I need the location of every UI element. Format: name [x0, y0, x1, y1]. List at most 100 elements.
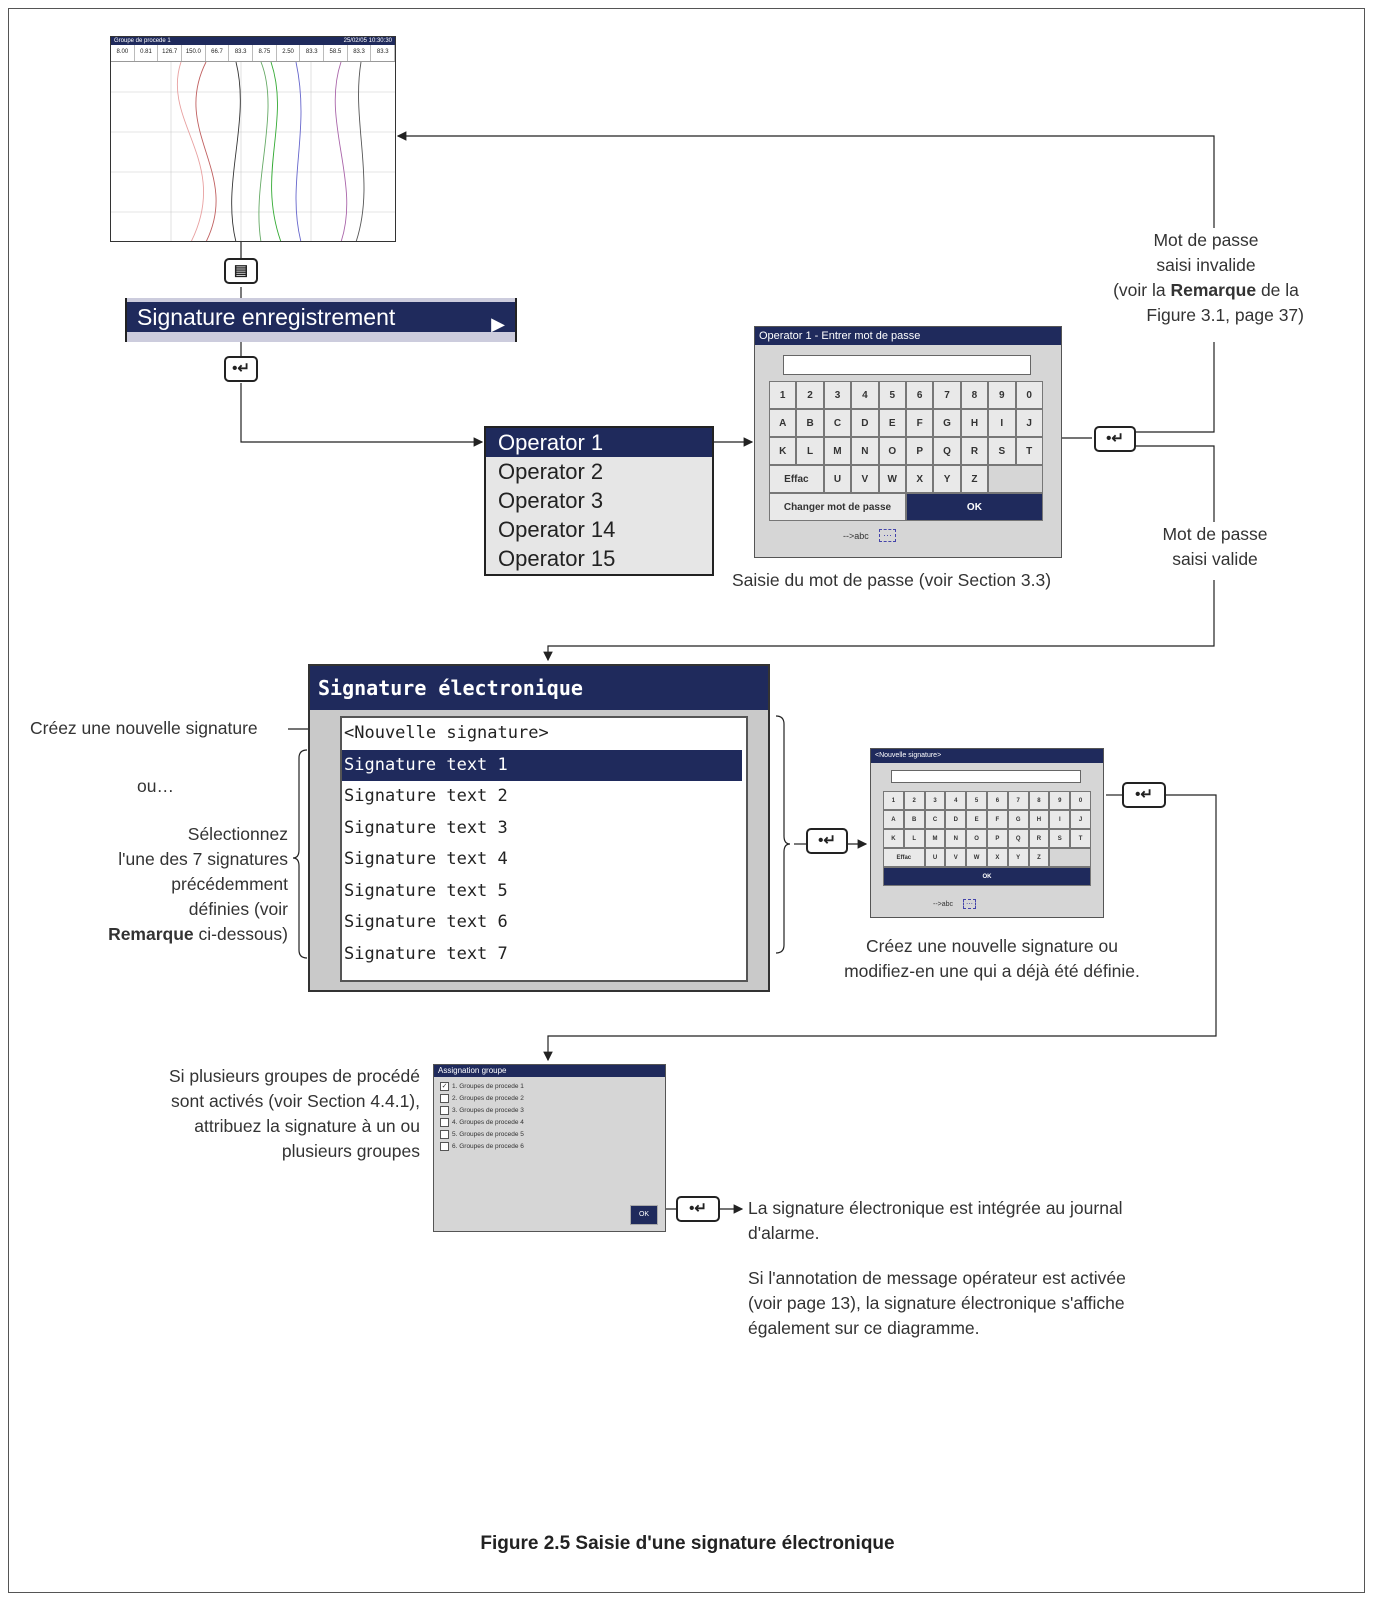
key[interactable]: B	[796, 409, 824, 437]
key[interactable]: Y	[1007, 848, 1029, 867]
key[interactable]: Y	[933, 465, 961, 493]
key[interactable]: I	[988, 409, 1016, 437]
list-item[interactable]: Signature text 2	[344, 786, 508, 806]
list-item[interactable]: Operator 15	[498, 546, 616, 571]
key[interactable]: V	[945, 848, 967, 867]
key[interactable]: K	[883, 829, 904, 848]
list-item[interactable]: Operator 3	[498, 488, 604, 513]
checkbox[interactable]	[440, 1094, 449, 1103]
key[interactable]: 7	[1007, 791, 1029, 810]
keyboard-toggle-icon[interactable]: ⋯	[879, 529, 896, 542]
list-item[interactable]: Signature text 4	[344, 849, 508, 869]
checkbox[interactable]	[440, 1130, 449, 1139]
key[interactable]: 0	[1070, 791, 1091, 810]
key[interactable]: C	[823, 409, 852, 437]
key[interactable]: L	[903, 829, 925, 848]
list-item[interactable]: <Nouvelle signature>	[344, 723, 549, 743]
group-checkbox-row[interactable]: 5. Groupes de procede 5	[440, 1130, 524, 1139]
key[interactable]: X	[905, 465, 934, 493]
clear-key[interactable]: Effac	[883, 848, 925, 867]
key[interactable]: N	[851, 437, 879, 465]
key[interactable]: A	[883, 810, 904, 829]
checkbox[interactable]	[440, 1106, 449, 1115]
key[interactable]: O	[878, 437, 906, 465]
enter-key-icon[interactable]: •↵	[676, 1196, 720, 1222]
key[interactable]: 9	[1049, 791, 1071, 810]
key[interactable]: S	[1049, 829, 1071, 848]
list-item[interactable]: Signature text 1	[342, 749, 742, 781]
list-item[interactable]: Signature text 5	[344, 880, 508, 901]
key[interactable]: A	[769, 409, 797, 437]
key[interactable]: P	[986, 829, 1008, 848]
checkbox-checked[interactable]: ✓	[440, 1082, 449, 1091]
enter-key-icon[interactable]: •↵	[1094, 426, 1136, 452]
enter-key-icon[interactable]: •↵	[224, 356, 258, 382]
group-checkbox-row[interactable]: ✓1. Groupes de procede 1	[440, 1082, 524, 1091]
key[interactable]: E	[878, 409, 906, 437]
ok-button[interactable]: OK	[630, 1205, 658, 1225]
key[interactable]: 2	[903, 791, 925, 810]
key[interactable]: 8	[960, 381, 989, 409]
key[interactable]: 7	[933, 381, 961, 409]
key[interactable]: 2	[796, 381, 824, 409]
key[interactable]: 3	[823, 381, 852, 409]
list-item[interactable]: Operator 1	[486, 428, 712, 457]
menu-key-icon[interactable]: ▤	[224, 258, 258, 284]
group-checkbox-row[interactable]: 6. Groupes de procede 6	[440, 1142, 524, 1151]
key[interactable]: G	[1007, 810, 1029, 829]
key[interactable]: F	[905, 409, 934, 437]
key[interactable]: 3	[924, 791, 946, 810]
key[interactable]: 6	[986, 791, 1008, 810]
group-checkbox-row[interactable]: 3. Groupes de procede 3	[440, 1106, 524, 1115]
key[interactable]: C	[924, 810, 946, 829]
checkbox[interactable]	[440, 1142, 449, 1151]
key[interactable]: V	[851, 465, 879, 493]
enter-key-icon[interactable]: •↵	[806, 828, 848, 854]
list-item[interactable]: Operator 14	[498, 517, 616, 542]
group-checkbox-row[interactable]: 4. Groupes de procede 4	[440, 1118, 524, 1127]
key[interactable]: H	[1028, 810, 1050, 829]
key[interactable]: Z	[1028, 848, 1050, 867]
key[interactable]: B	[903, 810, 925, 829]
key[interactable]: Z	[960, 465, 989, 493]
key[interactable]: H	[960, 409, 989, 437]
clear-key[interactable]: Effac	[769, 465, 824, 493]
key[interactable]: O	[966, 829, 987, 848]
key[interactable]: 9	[988, 381, 1016, 409]
key[interactable]: U	[823, 465, 852, 493]
key[interactable]: T	[1015, 437, 1043, 465]
key[interactable]: K	[769, 437, 797, 465]
key[interactable]: 0	[1015, 381, 1043, 409]
key[interactable]: E	[966, 810, 987, 829]
key[interactable]: S	[988, 437, 1016, 465]
list-item[interactable]: Operator 2	[498, 459, 604, 484]
password-input[interactable]	[783, 355, 1031, 375]
list-item[interactable]: Signature text 3	[344, 817, 508, 838]
key[interactable]: J	[1015, 409, 1043, 437]
key[interactable]: F	[986, 810, 1008, 829]
enter-key-icon[interactable]: •↵	[1122, 782, 1166, 808]
key[interactable]: P	[905, 437, 934, 465]
key[interactable]: 6	[905, 381, 934, 409]
key[interactable]: 5	[966, 791, 987, 810]
key[interactable]: G	[933, 409, 961, 437]
key[interactable]: U	[924, 848, 946, 867]
key[interactable]: W	[966, 848, 987, 867]
ok-button[interactable]: OK	[883, 867, 1091, 886]
key[interactable]: W	[878, 465, 906, 493]
list-item[interactable]: Signature text 6	[344, 912, 508, 932]
key[interactable]: T	[1070, 829, 1091, 848]
key[interactable]: D	[851, 409, 879, 437]
menu-item-signature[interactable]: Signature enregistrement ▶	[127, 302, 515, 334]
key[interactable]: N	[945, 829, 967, 848]
key[interactable]: I	[1049, 810, 1071, 829]
ok-button[interactable]: OK	[905, 493, 1043, 521]
key[interactable]: 5	[878, 381, 906, 409]
key[interactable]: 1	[883, 791, 904, 810]
key[interactable]: X	[986, 848, 1008, 867]
key[interactable]: 1	[769, 381, 797, 409]
key[interactable]: 8	[1028, 791, 1050, 810]
key[interactable]: 4	[945, 791, 967, 810]
key[interactable]: R	[960, 437, 989, 465]
key[interactable]: J	[1070, 810, 1091, 829]
